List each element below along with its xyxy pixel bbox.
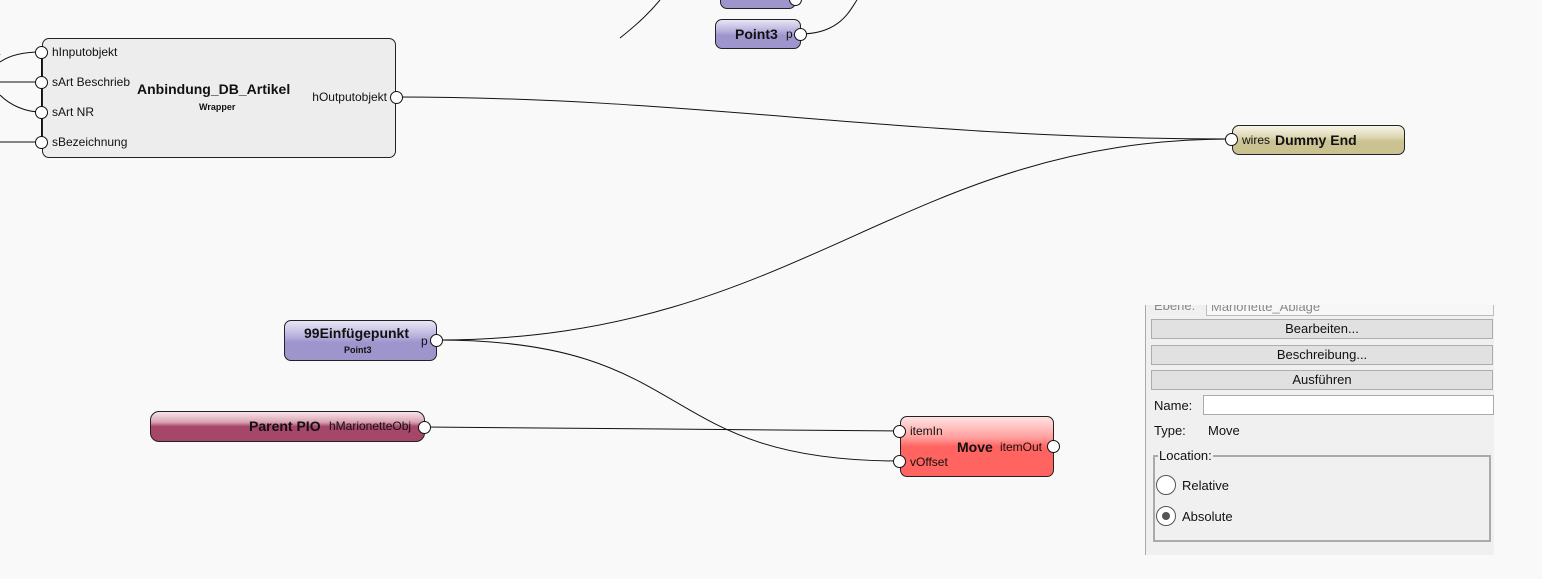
type-value: Move	[1208, 423, 1240, 438]
port-label: p	[786, 27, 793, 41]
node-move[interactable]: itemIn vOffset Move itemOut	[900, 416, 1054, 477]
port-label: itemIn	[910, 424, 943, 438]
wire	[395, 96, 1232, 140]
port-p[interactable]	[430, 334, 443, 347]
absolute-radio[interactable]	[1156, 506, 1176, 526]
port-itemin[interactable]	[893, 425, 906, 438]
execute-button[interactable]: Ausführen	[1151, 370, 1493, 390]
wire	[436, 138, 1232, 341]
location-groupbox	[1153, 455, 1491, 542]
wire	[423, 426, 900, 432]
description-button[interactable]: Beschreibung...	[1151, 345, 1493, 365]
port-label: wires	[1242, 133, 1271, 147]
name-label: Name:	[1154, 398, 1193, 413]
layer-row: Ebene: Marionette_Ablage	[1146, 305, 1494, 317]
node-subtitle: Wrapper	[199, 102, 236, 112]
port-label: hOutputobjekt	[312, 90, 387, 104]
port-label: sBezeichnung	[52, 135, 128, 149]
port-houtputobjekt[interactable]	[390, 91, 403, 104]
node-title: Point3	[735, 26, 778, 42]
wire	[799, 0, 858, 35]
type-label: Type:	[1154, 423, 1186, 438]
node-point3[interactable]: Point3 p	[715, 19, 801, 49]
layer-label: Ebene:	[1154, 305, 1196, 313]
properties-panel: Ebene: Marionette_Ablage Bearbeiten... B…	[1145, 305, 1494, 555]
port-itemout[interactable]	[1047, 440, 1060, 453]
node-partial-top[interactable]	[720, 0, 796, 9]
location-label: Location:	[1158, 448, 1213, 463]
port-label: p	[421, 334, 428, 348]
node-title: Parent PIO	[249, 418, 321, 434]
port-label: hInputobjekt	[52, 45, 118, 59]
node-title: Dummy End	[1275, 132, 1357, 148]
name-input[interactable]	[1203, 395, 1494, 415]
port-bus	[41, 52, 42, 142]
port-p[interactable]	[794, 28, 807, 41]
port-label: hMarionetteObj	[329, 419, 412, 433]
port-label: vOffset	[910, 455, 948, 469]
node-title: Move	[957, 439, 993, 455]
port-label: itemOut	[1000, 440, 1043, 454]
port-sbezeichnung[interactable]	[35, 136, 48, 149]
port-label: sArt NR	[52, 105, 94, 119]
edit-button[interactable]: Bearbeiten...	[1151, 319, 1493, 339]
node-anbindung-db-artikel[interactable]: Anbindung_DB_Artikel Wrapper hInputobjek…	[42, 38, 396, 158]
node-dummy-end[interactable]: wires Dummy End	[1232, 125, 1405, 155]
relative-label[interactable]: Relative	[1182, 478, 1229, 493]
port-wires[interactable]	[1225, 133, 1238, 146]
port-sart-nr[interactable]	[35, 106, 48, 119]
port-voffset[interactable]	[893, 455, 906, 468]
port-label: sArt Beschrieb	[52, 75, 131, 89]
port-hmarionetteobj[interactable]	[418, 421, 431, 434]
relative-radio[interactable]	[1156, 475, 1176, 495]
node-99einfuegepunkt[interactable]: 99Einfügepunkt Point3 p	[284, 320, 437, 361]
wire	[436, 339, 900, 462]
node-subtitle: Point3	[344, 345, 372, 355]
node-title: Anbindung_DB_Artikel	[137, 81, 291, 97]
layer-select[interactable]: Marionette_Ablage	[1206, 305, 1494, 316]
node-title: 99Einfügepunkt	[304, 325, 410, 341]
node-parent-pio[interactable]: Parent PIO hMarionetteObj	[150, 411, 425, 442]
port-sart-beschrieb[interactable]	[35, 76, 48, 89]
port-hinputobjekt[interactable]	[35, 46, 48, 59]
absolute-label[interactable]: Absolute	[1182, 509, 1233, 524]
wire	[619, 0, 661, 39]
